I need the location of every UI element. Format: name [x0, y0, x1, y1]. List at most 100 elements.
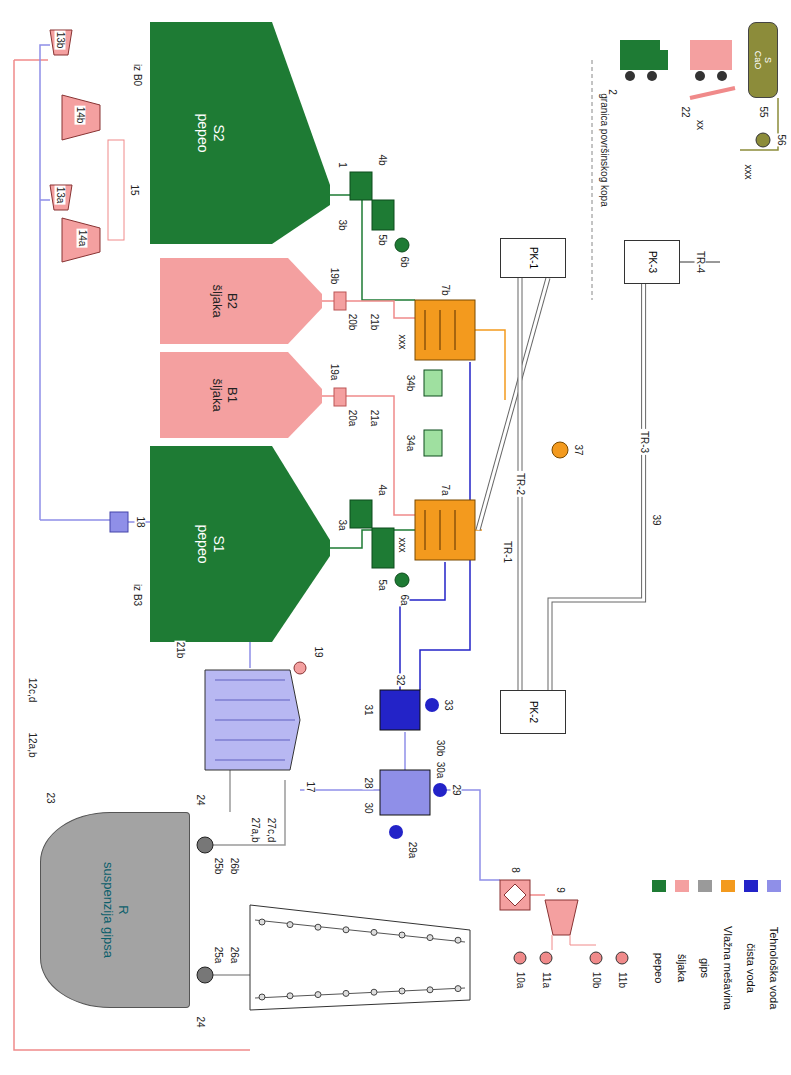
callout-number: 34b [405, 374, 416, 393]
legend-label: Tehnološka voda [768, 927, 780, 1010]
node-label: suspenzija gipsa [100, 862, 115, 958]
belt-conveyor [399, 988, 405, 994]
belt-conveyor [552, 935, 596, 950]
water-tanks [425, 698, 439, 712]
callout-number: 2 [607, 88, 618, 96]
water-tanks [389, 825, 403, 839]
legend-label: šljaka [676, 954, 688, 982]
node-text-group: Rsuspenzija gipsa [100, 862, 130, 958]
callout-number: 4b [377, 153, 388, 166]
pipes [440, 790, 500, 880]
callout-number: 17 [305, 780, 316, 793]
callout-number: 6a [399, 593, 410, 606]
feeders [350, 172, 372, 200]
callout-number: 19a [329, 363, 340, 382]
callout-number: 10b [591, 971, 602, 990]
belt-conveyor [343, 990, 349, 996]
callout-number: 14b [75, 106, 86, 125]
mixers [415, 300, 475, 360]
silo-cones [272, 446, 330, 642]
legend-swatch [652, 880, 666, 892]
pipes [14, 59, 48, 61]
callout-number: 1 [337, 161, 348, 169]
vehicles [717, 71, 727, 81]
callout-number: 29a [407, 841, 418, 860]
belt-conveyor [371, 989, 377, 995]
tank-pumps [197, 967, 213, 983]
callout-number: 29 [451, 783, 462, 796]
water-tanks [433, 783, 447, 797]
silo-cones [272, 22, 330, 244]
pipes [475, 330, 505, 400]
legend-label: Vlažna mešavina [722, 926, 734, 1010]
transport [552, 442, 568, 458]
vehicles [690, 88, 735, 98]
belt-conveyor [427, 935, 433, 941]
node-label: B1 [224, 378, 239, 411]
node-text-group: PK-3 [646, 251, 658, 273]
vehicles [690, 40, 732, 70]
node-label: CaO [753, 51, 763, 70]
legend-entry: čista voda [740, 880, 762, 1040]
legend-entry: šljaka [671, 880, 693, 1040]
callout-number: 19b [329, 267, 340, 286]
belt-conveyor [259, 919, 265, 925]
pipes [322, 396, 415, 515]
callout-number: 4a [377, 483, 388, 496]
callout-number: 24 [195, 1015, 206, 1028]
callout-number: 3b [337, 218, 348, 231]
node-text-group: S2pepeo [195, 114, 227, 153]
node-label: S2 [211, 114, 227, 153]
vehicles [756, 133, 770, 147]
node-text-group: PK-1 [527, 247, 539, 269]
legend-swatch [721, 880, 735, 892]
legend-entry: gips [694, 880, 716, 1040]
callout-number: xxx [397, 537, 408, 554]
belt-conveyor [455, 986, 461, 992]
callout-number: 26b [229, 857, 240, 876]
transfer-station: PK-2 [500, 690, 566, 734]
belt-conveyor [250, 905, 470, 1010]
mixers [415, 500, 475, 560]
ash-silo: S1pepeo [150, 446, 272, 642]
node-label: pepeo [195, 525, 211, 564]
mixers [425, 310, 455, 550]
node-label: B2 [224, 284, 239, 317]
legend-swatch [767, 880, 781, 892]
callout-number: 30b [435, 739, 446, 758]
belt-conveyor [590, 952, 602, 964]
feeders [350, 500, 372, 528]
callout-number: 20b [347, 313, 358, 332]
callout-number: 12c,d [27, 677, 38, 703]
feeders [334, 388, 346, 406]
transfer-station: PK-1 [500, 238, 566, 278]
callout-number: 5a [377, 578, 388, 591]
vehicles [695, 71, 705, 81]
feeders [334, 292, 346, 310]
callout-number: iz B3 [132, 583, 143, 607]
callout-number: 21a [369, 409, 380, 428]
callout-number: 21b [175, 641, 186, 660]
water-tanks [380, 770, 430, 815]
slag-bunker: B1šljaka [160, 352, 288, 438]
callout-number: 14a [77, 229, 88, 248]
feeders [395, 573, 409, 587]
legend-entry: Vlažna mešavina [717, 880, 739, 1040]
legend-label: čista voda [745, 943, 757, 993]
legend-label: gips [699, 958, 711, 978]
belt-conveyor [315, 924, 321, 930]
sludge-equipment [62, 95, 100, 140]
belt-conveyor [255, 920, 465, 998]
node-text-group: S1pepeo [195, 525, 227, 564]
belt-conveyor [371, 929, 377, 935]
callout-number: 12a,b [27, 731, 38, 758]
vehicles [620, 40, 660, 70]
belt-conveyor-line [550, 284, 644, 690]
callout-number: 30a [435, 761, 446, 780]
transport [592, 60, 593, 300]
callout-number: 13b [55, 31, 66, 50]
silo-cones [288, 258, 322, 344]
callout-number: 22 [680, 105, 691, 118]
node-label: PK-2 [527, 701, 539, 723]
